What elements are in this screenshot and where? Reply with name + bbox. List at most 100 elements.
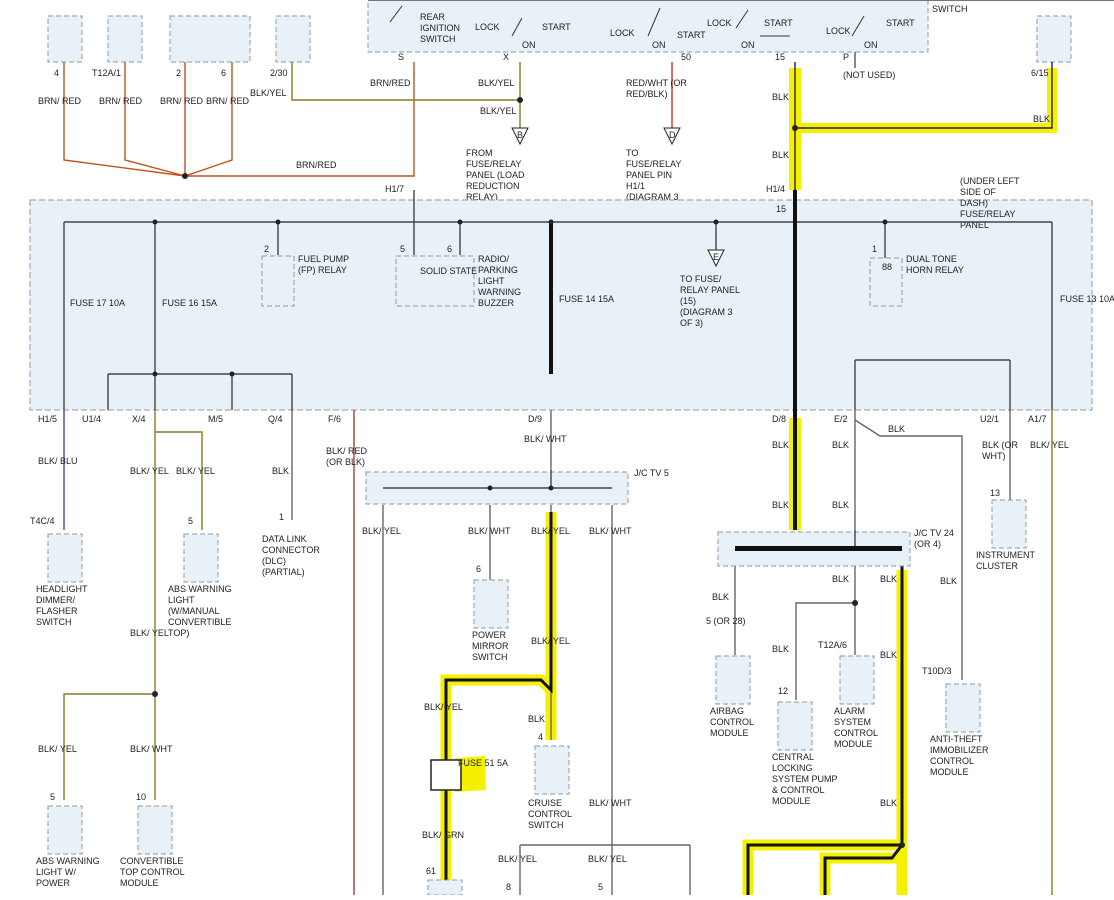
splice-right [899,842,905,848]
label-blk-yel-x4-low: BLK/ YEL [130,628,169,638]
label-blk-top3: BLK [1033,114,1050,124]
label-brn-red-top: BRN/RED [370,78,411,88]
ignition-switch-right-label: SWITCH [932,4,968,14]
ignition-on-1: ON [522,40,536,50]
abs-light-pin: 5 [188,516,193,526]
label-blk-e2-right: BLK [888,424,905,434]
conv-pin: 10 [136,792,146,802]
horn-relay-box [869,257,903,307]
label-blk-d8: BLK [772,440,789,450]
wire-e2 [854,410,963,680]
label-blk-alarm: BLK [832,574,849,584]
wire-x4 [63,410,203,800]
solid-state-pin-6: 6 [447,244,452,254]
jc-tv24-label: J/C TV 24(OR 4) [914,528,954,549]
splice-blk-yel [517,97,523,103]
label-blk-wht-conv: BLK/ WHT [130,744,173,754]
junction-blocks: J/C TV 5 J/C TV 24(OR 4) [365,468,954,567]
label-blk-wht-jc5-2: BLK/ WHT [468,526,511,536]
label-brn-red-4: BRN/ RED [206,96,250,106]
fuse51-pin: 61 [426,866,436,876]
ignition-pin-s: S [398,52,404,62]
ref-e-letter: E [713,252,719,262]
abs-bottom-box [47,805,83,855]
airbag-module-box [715,655,751,705]
label-blk-e2-2: BLK [832,500,849,510]
lower-wires: BLK/ BLU BLK/ YEL BLK/ YEL BLK BLK/ RED(… [38,410,1069,895]
label-blk-wht-low: BLK/ WHT [589,798,632,808]
ignition-start-4: START [886,18,915,28]
label-blk-d8-2: BLK [772,500,789,510]
bottom-pin-8: 8 [506,882,511,892]
label-blk-grn: BLK/ GRN [422,830,464,840]
ignition-pin-15: 15 [775,52,785,62]
top-connector-4 [275,15,311,63]
fuse17-label: FUSE 17 10A [70,298,125,308]
ignition-start-3: START [764,18,793,28]
ignition-start-1: START [542,22,571,32]
panel-pin-x4: X/4 [132,414,146,424]
abs-bottom-pin: 5 [50,792,55,802]
label-blk-right3: BLK [880,798,897,808]
label-blk-yel-x2: BLK/YEL [480,106,517,116]
top-connector-1 [47,15,83,63]
panel-pin-d8: D/8 [772,414,786,424]
ignition-start-2: START [677,30,706,40]
fuse14-label: FUSE 14 15A [559,294,614,304]
highlight-615-path [795,68,1057,133]
label-brn-red-2: BRN/ RED [99,96,143,106]
ignition-not-used: (NOT USED) [843,70,895,80]
horn-pin-88: 88 [882,262,892,272]
ref-d-triangle [663,127,681,146]
jc-tv5-bus [383,470,612,489]
label-blk-airbag: BLK [712,592,729,602]
panel-pin-q4: Q/4 [268,414,283,424]
abs-light-box [183,533,219,583]
dlc-pin: 1 [279,512,284,522]
label-blk-yel-jc5-1: BLK/ YEL [362,526,401,536]
panel-pin-m5: M/5 [208,414,223,424]
panel-node-4 [548,219,554,225]
wire-615 [795,62,1053,129]
immob-pin: T10D/3 [922,666,952,676]
label-blk-wht-jc5-4: BLK/ WHT [589,526,632,536]
solid-state-pin-5: 5 [400,244,405,254]
panel-node-1 [152,219,158,225]
splice-brn-red [182,173,188,179]
label-blk-e2: BLK [832,440,849,450]
label-blk-yel-x: BLK/YEL [478,78,515,88]
panel-pin-e2: E/2 [834,414,848,424]
ignition-pin-50: 50 [681,52,691,62]
ignition-lock-1: LOCK [475,22,500,32]
wire-blk-yel-top [291,62,521,128]
panel-pin-h17: H1/7 [385,184,404,194]
label-blk-cruise: BLK [528,714,545,724]
panel-node-5 [713,219,719,225]
label-blk-yel-low2: BLK/ YEL [588,854,627,864]
splice-615 [792,125,798,131]
cruise-pin: 4 [538,732,543,742]
splice-x4 [152,691,158,697]
label-blk-wht-d9: BLK/ WHT [524,434,567,444]
panel-pin-a17: A1/7 [1028,414,1047,424]
label-blk-yel-fuse51: BLK/ YEL [424,702,463,712]
panel-lower-bus [107,359,1011,410]
label-blk-right2: BLK [880,650,897,660]
panel-pin-u14: U1/4 [82,414,101,424]
label-blk-yel-abs: BLK/ YEL [176,466,215,476]
bottom-pin-5: 5 [598,882,603,892]
top-pin-615: 6/15 [1031,68,1049,78]
